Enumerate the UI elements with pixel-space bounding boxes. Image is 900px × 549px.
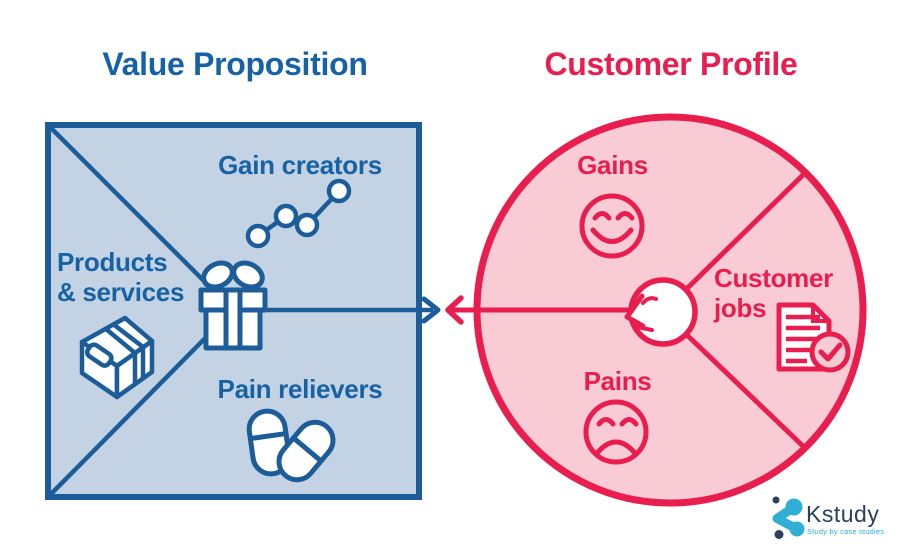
gift-icon [198, 260, 268, 351]
customer-profile-title: Customer Profile [544, 46, 798, 82]
products-services-line1: Products [57, 247, 168, 277]
package-box-icon [79, 315, 155, 400]
customer-jobs-line2: jobs [714, 293, 767, 323]
kstudy-k-icon [772, 496, 805, 539]
blue-right-arrow [421, 296, 441, 324]
sad-face-icon [583, 399, 649, 465]
pills-icon [246, 408, 336, 483]
gains-label: Gains [577, 150, 648, 180]
customer-jobs-line1: Customer [714, 263, 833, 293]
value-proposition-title: Value Proposition [102, 46, 368, 82]
gain-creators-label: Gain creators [218, 150, 382, 180]
customer-jobs-label: Customer jobs [714, 263, 854, 323]
checklist-document-icon [776, 302, 851, 373]
products-services-line2: & services [57, 277, 185, 307]
logo-name: Kstudy [806, 501, 880, 527]
pain-relievers-label: Pain relievers [217, 374, 383, 404]
products-services-label: Products & services [57, 247, 197, 307]
pains-label: Pains [583, 366, 652, 396]
red-left-arrow [445, 295, 464, 325]
head-profile-icon [624, 277, 698, 347]
happy-face-icon [579, 193, 645, 259]
growth-chart-icon [245, 178, 352, 249]
logo-tagline: Study by case studies [807, 527, 885, 536]
